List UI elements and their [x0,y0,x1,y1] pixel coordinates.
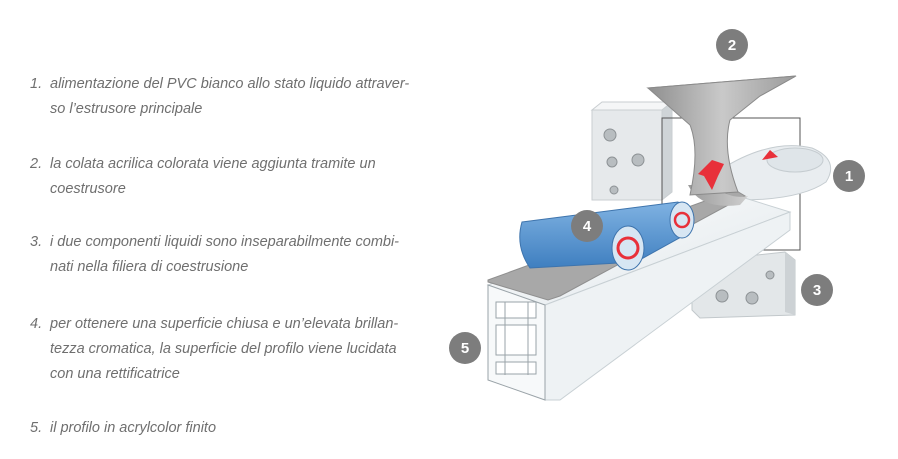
flow-arrow-icon [698,160,724,190]
coextrusion-diagram: 1 2 3 4 5 [449,29,865,401]
rotation-arrow-icon [616,236,640,260]
step-text-line: nati nella filiera di coestrusione [50,259,249,275]
badge-4: 4 [571,210,603,242]
badge-label: 3 [813,282,821,299]
step-number: 5. [30,420,43,436]
step-text-line: la colata acrilica colorata viene aggiun… [50,156,376,172]
step-text-line: so l’estrusore principale [50,101,203,117]
step-1: 1. alimentazione del PVC bianco allo sta… [30,72,420,122]
step-text-line: tezza cromatica, la superficie del profi… [50,341,397,357]
step-text-line: con una rettificatrice [50,366,180,382]
step-text-line: il profilo in acrylcolor finito [50,420,217,436]
badge-label: 1 [845,168,853,185]
badge-label: 4 [583,218,592,235]
badge-3: 3 [801,274,833,306]
flow-arrow-icon [762,150,778,160]
badge-label: 2 [728,37,736,54]
step-text-line: alimentazione del PVC bianco allo stato … [50,76,410,92]
badge-label: 5 [461,340,469,357]
step-number: 4. [30,316,43,332]
badge-2: 2 [716,29,748,61]
step-number: 3. [30,234,43,250]
badge-5: 5 [449,332,481,364]
badge-1: 1 [833,160,865,192]
step-number: 1. [30,76,43,92]
die-block-left [590,100,674,202]
rotation-arrow-icon [673,211,691,229]
step-5: 5. il profilo in acrylcolor finito [30,416,420,441]
step-text-line: coestrusore [50,181,126,197]
coextruder-hopper [646,75,797,196]
step-3: 3. i due componenti liquidi sono insepar… [30,230,420,280]
step-text-line: i due componenti liquidi sono inseparabi… [50,234,400,250]
step-text-line: per ottenere una superficie chiusa e un’… [50,316,399,332]
main-extruder [719,145,832,201]
polishing-roller [519,201,695,271]
step-2: 2. la colata acrilica colorata viene agg… [30,152,420,202]
step-4: 4. per ottenere una superficie chiusa e … [30,312,420,387]
step-number: 2. [30,156,43,172]
